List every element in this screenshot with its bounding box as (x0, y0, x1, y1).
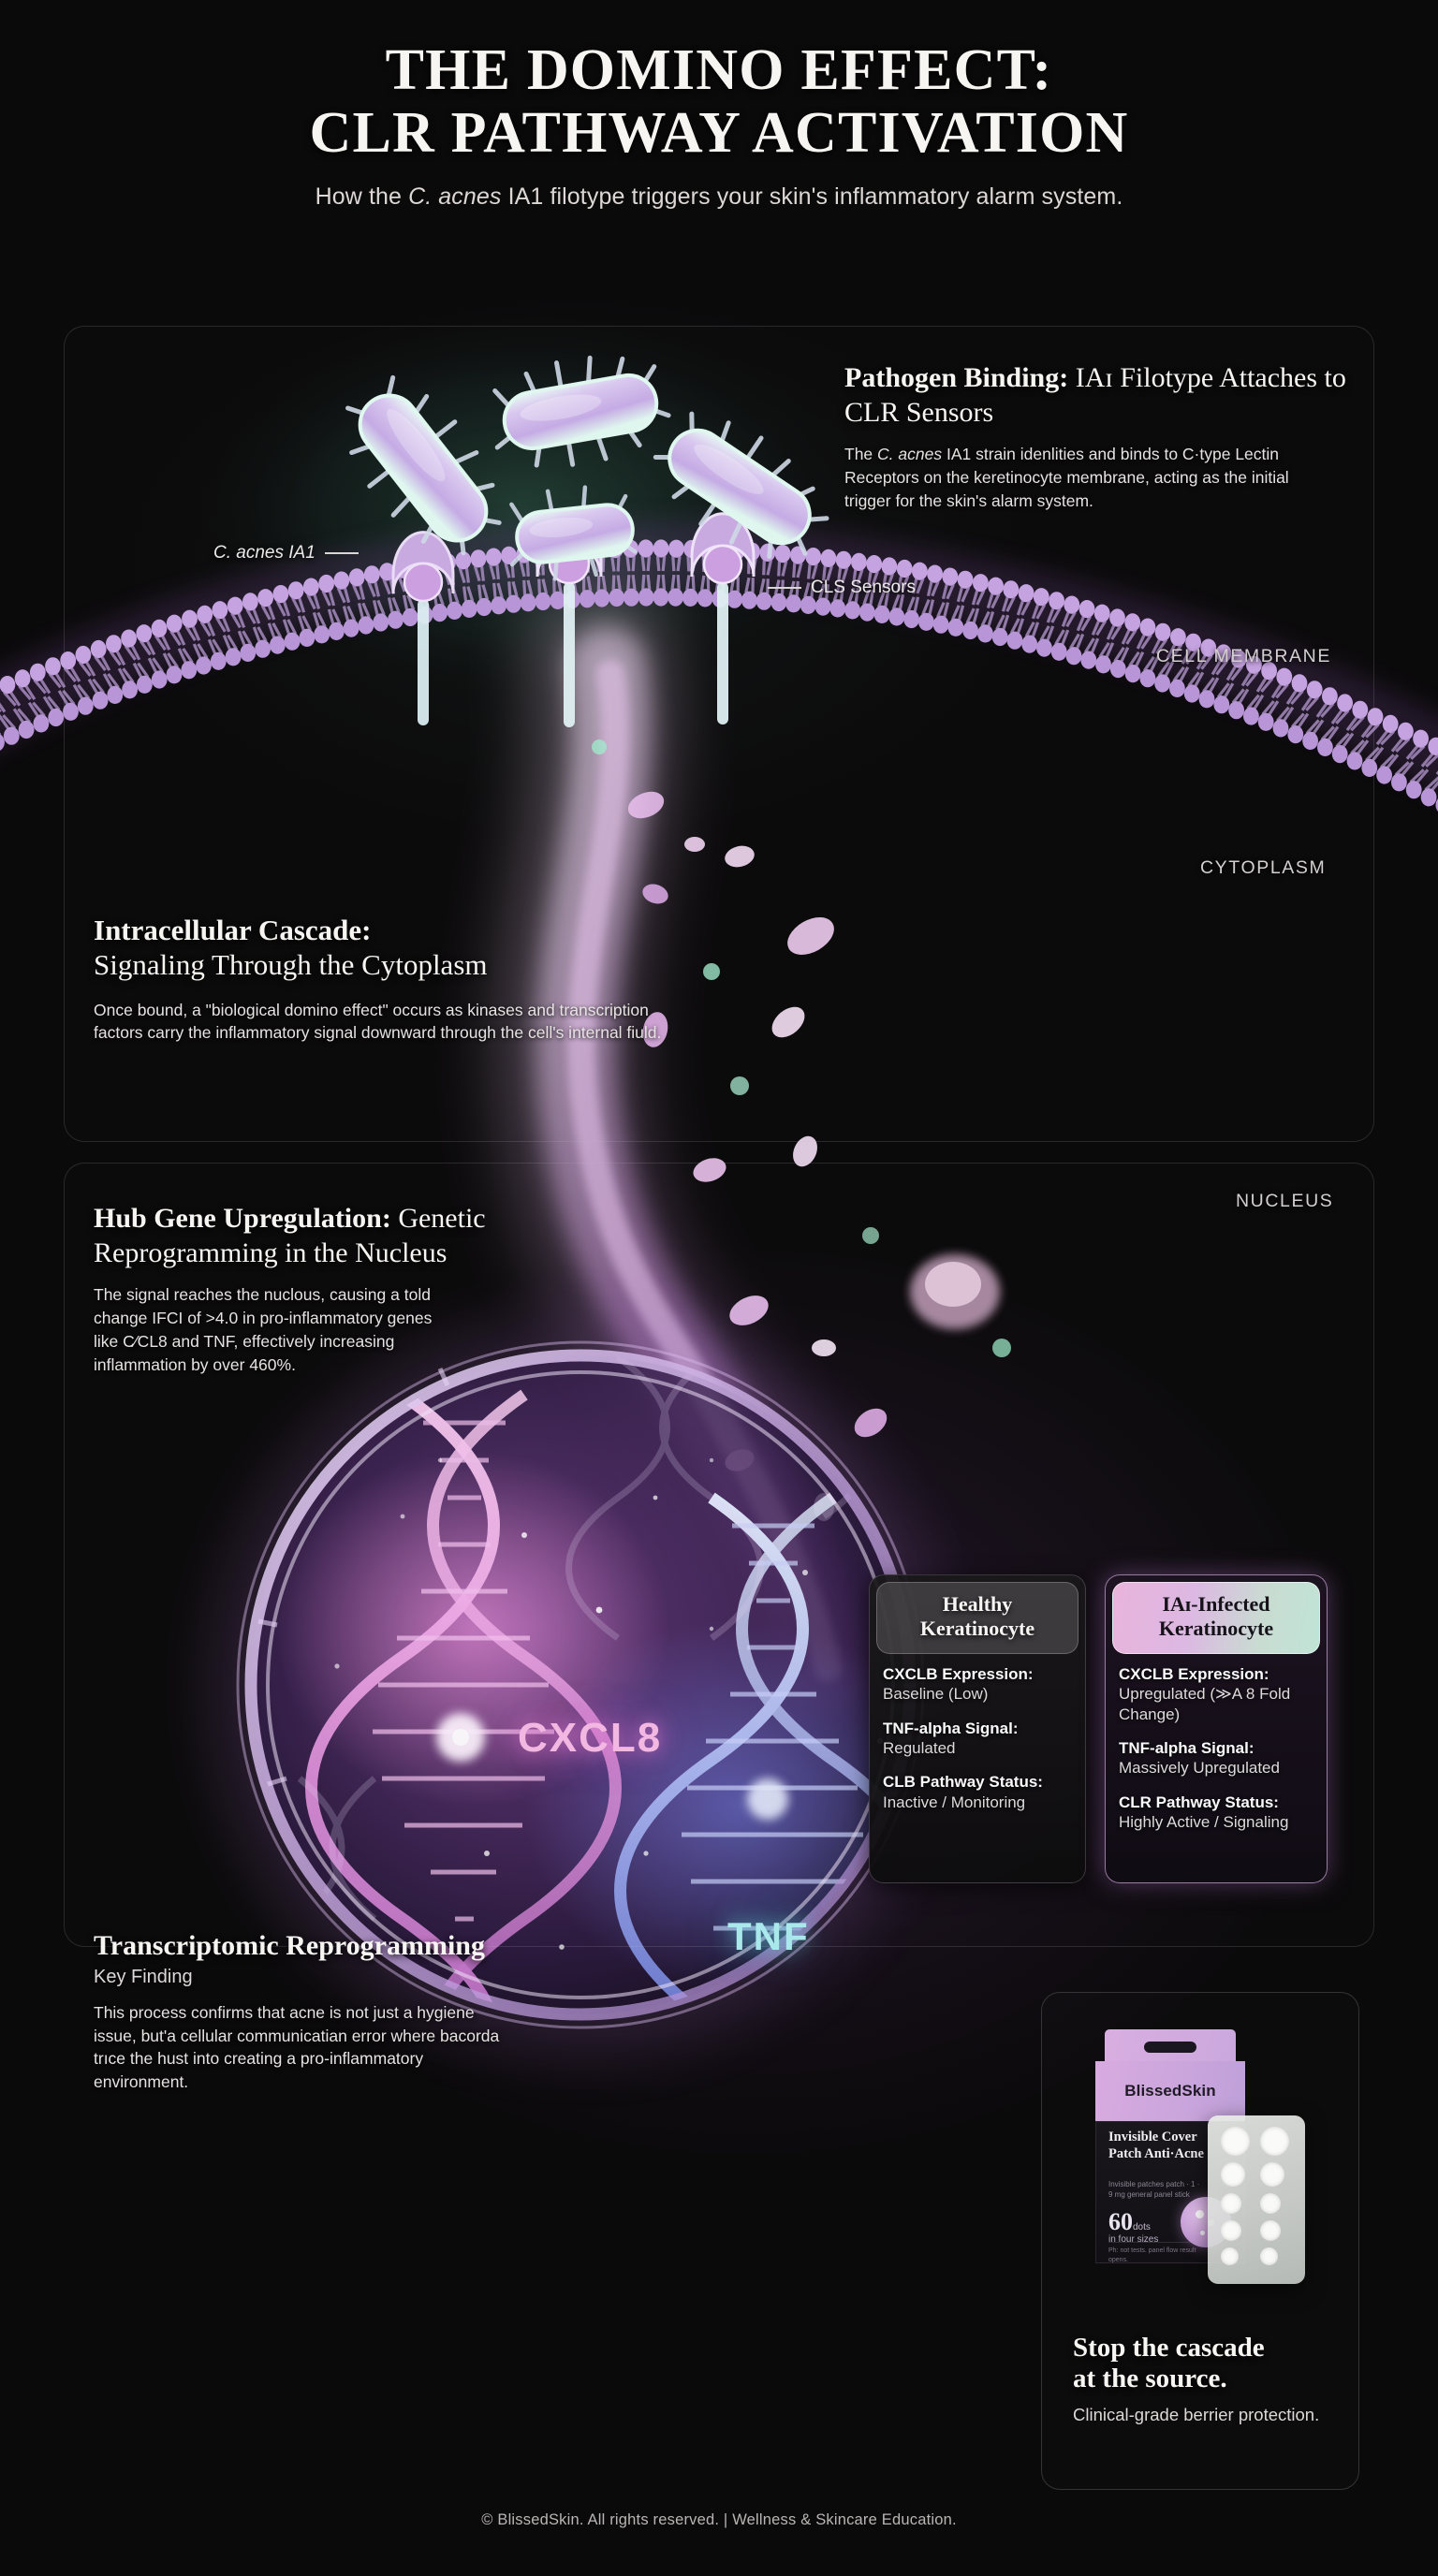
row-key: CXCLB Expression: (883, 1664, 1034, 1683)
cascade-heading-line-1: Intracellular Cascade: (94, 914, 372, 946)
cta-heading-line-1: Stop the cascade (1073, 2333, 1265, 2363)
product-count-block: 60dots in four sizes (1108, 2208, 1158, 2245)
card-healthy-row: CXCLB Expression: Baseline (Low) (883, 1664, 1072, 1705)
callout-c-acnes: C. acnes IA1 (213, 543, 359, 564)
patch-dot (1259, 2247, 1278, 2265)
card-healthy-body: CXCLB Expression: Baseline (Low) TNF-alp… (870, 1661, 1085, 1812)
leader-line-icon (768, 587, 801, 589)
row-key: TNF-alpha Signal: (1119, 1739, 1255, 1757)
card-healthy-title-line-1: Healthy (942, 1592, 1013, 1616)
hub-body: The signal reaches the nuclous, causing … (94, 1285, 433, 1374)
leader-line-icon (324, 552, 359, 554)
card-infected-title: IAɪ-Infected Keratinocyte (1112, 1582, 1320, 1654)
row-key: CXCLB Expression: (1119, 1664, 1269, 1683)
title-line-1: THE DOMINO EFFECT: (385, 38, 1053, 102)
row-value: Upregulated (≫A 8 Fold Change) (1119, 1685, 1291, 1723)
row-value: Highly Active / Signaling (1119, 1813, 1289, 1832)
cta-block: Stop the cascade at the source. Clinical… (1073, 2333, 1344, 2426)
patch-dot (1259, 2162, 1284, 2187)
page-title: THE DOMINO EFFECT: CLR PATHWAY ACTIVATIO… (0, 39, 1438, 165)
row-key: TNF-alpha Signal: (883, 1719, 1019, 1737)
card-infected-body: CXCLB Expression: Upregulated (≫A 8 Fold… (1106, 1661, 1327, 1833)
transcriptomic-body: This process confirms that acne is not j… (94, 2002, 500, 2092)
page-subtitle: How the C. acnes IA1 filotype triggers y… (0, 183, 1438, 211)
cascade-body: Once bound, a "biological domino effect"… (94, 1000, 662, 1043)
binding-body: The C. acnes IA1 strain idenlities and b… (844, 443, 1335, 513)
binding-body-pre: The (844, 445, 878, 464)
panel-pathogen-binding (64, 326, 1374, 1142)
transcriptomic-heading: Transcriptomic Reprogramming (94, 1930, 485, 1961)
patch-dot (1259, 2220, 1281, 2241)
card-infected-row: CXCLB Expression: Upregulated (≫A 8 Fold… (1119, 1664, 1313, 1724)
patch-dot (1221, 2220, 1241, 2241)
card-infected-title-line-2: Keratinocyte (1158, 1617, 1274, 1641)
card-healthy-row: TNF-alpha Signal: Regulated (883, 1719, 1072, 1759)
card-healthy-keratinocyte: Healthy Keratinocyte CXCLB Expression: B… (869, 1574, 1086, 1883)
patch-dot (1221, 2193, 1241, 2214)
hub-heading-rest: Genetic Reprogramming in the Nucleus (94, 1203, 486, 1269)
cta-heading-line-2: at the source. (1073, 2364, 1227, 2394)
callout-cls-sensors-text: CLS Sensors (811, 578, 916, 597)
row-value: Massively Upregulated (1119, 1759, 1280, 1778)
product-name: Invisible Cover Patch Anti·Acne (1108, 2130, 1204, 2161)
row-value: Baseline (Low) (883, 1685, 989, 1704)
patch-dot (1259, 2127, 1289, 2156)
card-infected-title-line-1: IAɪ-Infected (1162, 1592, 1270, 1616)
cascade-heading-line-2: Signaling Through the Cytoplasm (94, 948, 488, 982)
row-value: Regulated (883, 1739, 956, 1757)
binding-heading-rest: IAɪ Filotype Attaches to CLR Sensors (844, 362, 1346, 428)
subtitle-post: IA1 filotype triggers your skin's inflam… (501, 183, 1123, 210)
product-brand-band: BlissedSkin (1095, 2061, 1245, 2121)
binding-body-post: IA1 strain idenlities and binds to C·typ… (844, 445, 1289, 510)
card-healthy-title: Healthy Keratinocyte (876, 1582, 1078, 1654)
title-line-2: CLR PATHWAY ACTIVATION (309, 100, 1129, 165)
section-hub-gene-upregulation: Hub Gene Upregulation: Genetic Reprogram… (94, 1201, 637, 1377)
binding-heading-bold: Pathogen Binding: (844, 362, 1069, 393)
product-subcopy: Invisible patches patch · 1 · 9 mg gener… (1108, 2180, 1200, 2199)
zone-label-nucleus: NUCLEUS (1236, 1191, 1334, 1211)
row-key: CLR Pathway Status: (1119, 1793, 1279, 1811)
gene-label-cxcl8: CXCL8 (518, 1715, 663, 1761)
card-healthy-row: CLB Pathway Status: Inactive / Monitorin… (883, 1772, 1072, 1812)
footer: © BlissedSkin. All rights reserved. | We… (481, 2511, 957, 2528)
card-healthy-title-line-2: Keratinocyte (919, 1617, 1035, 1641)
product-patch-sheet (1208, 2115, 1305, 2284)
cta-body: Clinical-grade berrier protection. (1073, 2405, 1320, 2425)
patch-dot (1221, 2162, 1245, 2187)
binding-heading: Pathogen Binding: IAɪ Filotype Attaches … (844, 361, 1350, 430)
patch-dot (1259, 2193, 1281, 2214)
card-infected-row: CLR Pathway Status: Highly Active / Sign… (1119, 1793, 1313, 1833)
product-count: 60 (1108, 2208, 1133, 2235)
section-intracellular-cascade: Intracellular Cascade: Signaling Through… (94, 913, 693, 1045)
product-brand: BlissedSkin (1124, 2082, 1216, 2100)
product-count-unit: dots (1133, 2222, 1151, 2232)
gene-label-tnf: TNF (727, 1914, 810, 1958)
product-fineprint: Ph: not tests. panel flow result opens. (1108, 2242, 1198, 2265)
subtitle-pre: How the (315, 183, 409, 210)
panel-nucleus-section (64, 1163, 1374, 1947)
hub-heading-bold: Hub Gene Upregulation: (94, 1203, 391, 1234)
callout-c-acnes-text: C. acnes IA1 (213, 543, 315, 563)
header: THE DOMINO EFFECT: CLR PATHWAY ACTIVATIO… (0, 39, 1438, 211)
subtitle-species: C. acnes (408, 183, 502, 210)
zone-label-cytoplasm: CYTOPLASM (1200, 857, 1327, 878)
product-hang-tab (1105, 2029, 1236, 2063)
hub-heading: Hub Gene Upregulation: Genetic Reprogram… (94, 1201, 637, 1270)
row-key: CLB Pathway Status: (883, 1773, 1043, 1792)
transcriptomic-subheading: Key Finding (94, 1966, 193, 1987)
binding-body-species: C. acnes (877, 445, 943, 464)
callout-cls-sensors: CLS Sensors (768, 578, 916, 598)
zone-label-cell-membrane: CELL MEMBRANE (1156, 646, 1331, 666)
section-transcriptomic-reprogramming: Transcriptomic Reprogramming Key Finding… (94, 1930, 534, 2094)
patch-dot (1221, 2127, 1250, 2156)
card-ia1-infected-keratinocyte: IAɪ-Infected Keratinocyte CXCLB Expressi… (1105, 1574, 1328, 1883)
row-value: Inactive / Monitoring (883, 1793, 1026, 1811)
panel-product (1041, 1992, 1359, 2490)
section-pathogen-binding: Pathogen Binding: IAɪ Filotype Attaches … (844, 361, 1350, 513)
patch-dot (1221, 2247, 1239, 2265)
cta-heading: Stop the cascade at the source. (1073, 2333, 1344, 2394)
card-infected-row: TNF-alpha Signal: Massively Upregulated (1119, 1738, 1313, 1778)
product-count-note: in four sizes (1108, 2234, 1159, 2245)
